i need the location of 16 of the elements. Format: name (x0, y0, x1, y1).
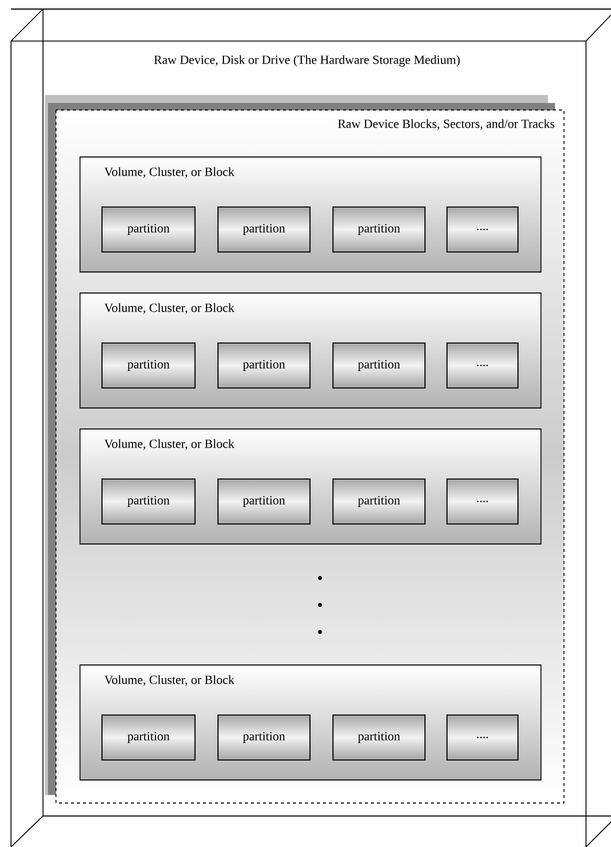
partition-box: partition (101, 714, 196, 761)
partition-box: partition (101, 342, 196, 389)
partition-box: .... (446, 478, 519, 525)
partition-box: partition (332, 342, 426, 389)
partition-box: .... (446, 206, 519, 253)
partition-box: partition (101, 206, 196, 253)
partition-box: partition (217, 206, 311, 253)
partition-box: partition (332, 206, 426, 253)
partition-box: partition (217, 714, 311, 761)
partition-box: .... (446, 714, 519, 761)
partition-box: partition (217, 342, 311, 389)
partition-box: partition (217, 478, 311, 525)
partition-box: .... (446, 342, 519, 389)
partition-box: partition (332, 478, 426, 525)
partition-box: partition (101, 478, 196, 525)
partition-box: partition (332, 714, 426, 761)
